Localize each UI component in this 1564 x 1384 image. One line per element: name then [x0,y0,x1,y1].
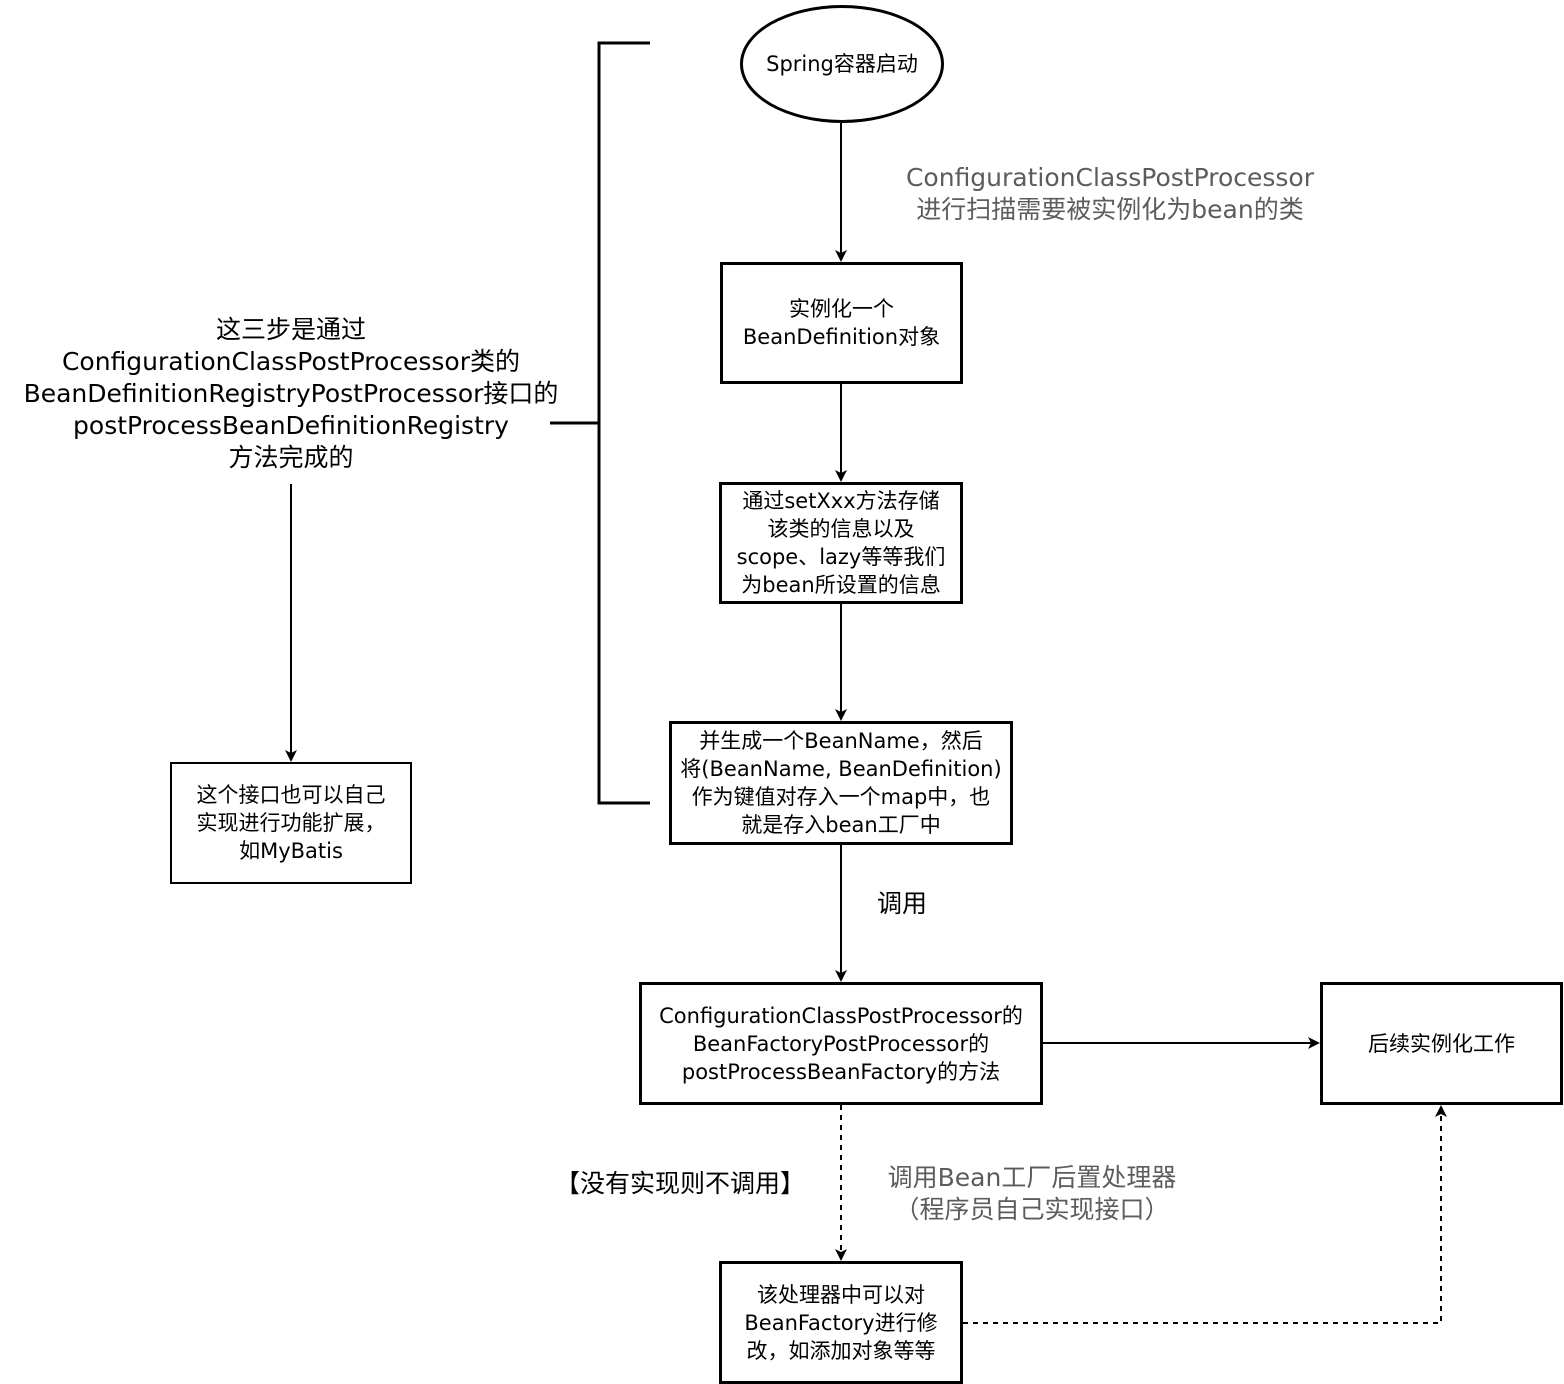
node-custom-factory-processor: 该处理器中可以对 BeanFactory进行修 改，如添加对象等等 [719,1261,963,1384]
node-generate-bean-name: 并生成一个BeanName，然后 将(BeanName, BeanDefinit… [669,721,1013,845]
label-call-factory-post-processor: 调用Bean工厂后置处理器 （程序员自己实现接口） [887,1163,1177,1224]
node-generate-bean-name-label: 并生成一个BeanName，然后 将(BeanName, BeanDefinit… [680,729,1002,837]
label-three-steps-explanation: 这三步是通过 ConfigurationClassPostProcessor类的… [23,315,559,472]
bracket-three-steps [597,41,650,805]
node-custom-factory-processor-label: 该处理器中可以对 BeanFactory进行修 改，如添加对象等等 [744,1282,938,1363]
dashed-arrow-custom-processor-to-subsequent [963,1105,1447,1324]
node-mybatis-extension-note-label: 这个接口也可以自己 实现进行功能扩展， 如MyBatis [196,783,386,863]
node-spring-container-start-label: Spring容器启动 [766,52,918,76]
node-store-class-info-label: 通过setXxx方法存储 该类的信息以及 scope、lazy等等我们 为bea… [736,489,946,597]
node-ccpp-post-process-bean-factory-label: ConfigurationClassPostProcessor的 BeanFac… [659,1003,1023,1084]
node-spring-container-start: Spring容器启动 [740,5,944,123]
node-store-class-info: 通过setXxx方法存储 该类的信息以及 scope、lazy等等我们 为bea… [719,482,963,604]
node-instantiate-bean-definition-label: 实例化一个 BeanDefinition对象 [742,297,941,349]
node-subsequent-instantiation-label: 后续实例化工作 [1368,1031,1515,1056]
label-scan-classes: ConfigurationClassPostProcessor 进行扫描需要被实… [905,163,1315,224]
node-mybatis-extension-note: 这个接口也可以自己 实现进行功能扩展， 如MyBatis [170,762,412,884]
node-instantiate-bean-definition: 实例化一个 BeanDefinition对象 [720,262,963,384]
node-subsequent-instantiation: 后续实例化工作 [1320,982,1563,1105]
label-not-implemented: 【没有实现则不调用】 [554,1169,805,1198]
label-call: 调用 [876,889,927,918]
node-ccpp-post-process-bean-factory: ConfigurationClassPostProcessor的 BeanFac… [639,982,1043,1105]
